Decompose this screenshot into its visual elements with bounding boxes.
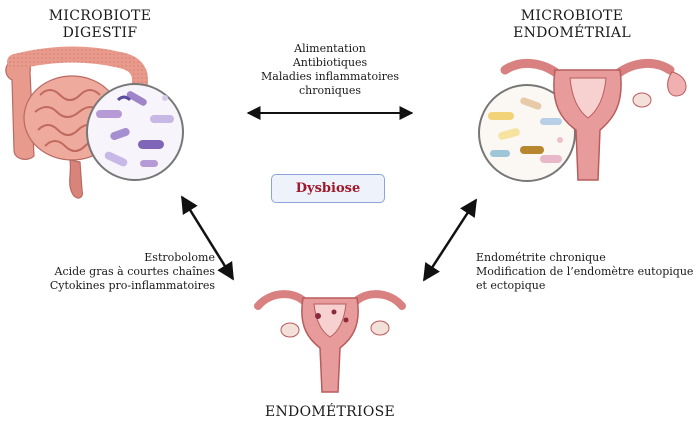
uterus-illustration-bottom bbox=[254, 290, 406, 393]
bacteria-magnifier-left bbox=[86, 83, 184, 181]
title-microbiote-endometrial: MICROBIOTE ENDOMÉTRIAL bbox=[513, 8, 631, 41]
title-microbiote-digestif: MICROBIOTE DIGESTIF bbox=[48, 8, 152, 41]
arrow-right bbox=[422, 198, 478, 282]
title-endometriose: ENDOMÉTRIOSE bbox=[264, 404, 396, 420]
dysbiose-box: Dysbiose bbox=[271, 174, 385, 203]
arrow-left bbox=[180, 195, 235, 281]
bacteria-magnifier-right bbox=[478, 84, 576, 182]
uterus-illustration-right bbox=[500, 59, 687, 181]
factors-left: Estrobolome Acide gras à courtes chaînes… bbox=[49, 251, 215, 292]
factors-right: Endométrite chronique Modification de l’… bbox=[476, 251, 694, 292]
dysbiose-label: Dysbiose bbox=[295, 181, 361, 196]
factors-top: Alimentation Antibiotiques Maladies infl… bbox=[261, 42, 399, 97]
